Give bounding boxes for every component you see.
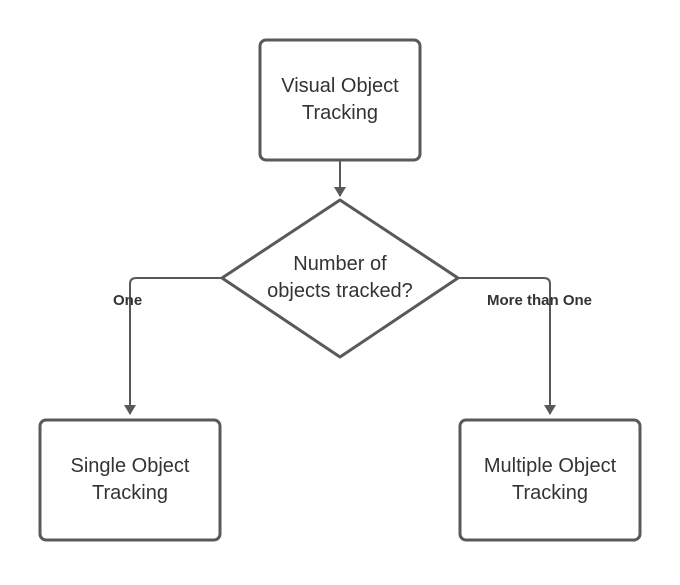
edge-decision-to-single bbox=[124, 277, 222, 415]
edge-decision-to-multiple bbox=[458, 277, 556, 415]
edge-label-one: One bbox=[113, 292, 143, 309]
single-node-box bbox=[38, 418, 222, 542]
edge-label-more-than-one: More than One bbox=[487, 292, 593, 309]
decision-node-diamond bbox=[220, 198, 460, 359]
multiple-node-label: Multiple Object Tracking bbox=[483, 455, 617, 504]
multiple-node-box bbox=[458, 418, 642, 542]
single-node-label: Single Object Tracking bbox=[70, 455, 190, 504]
decision-node-label: Number of objects tracked? bbox=[267, 253, 413, 302]
root-node-label: Visual Object Tracking bbox=[281, 75, 399, 124]
